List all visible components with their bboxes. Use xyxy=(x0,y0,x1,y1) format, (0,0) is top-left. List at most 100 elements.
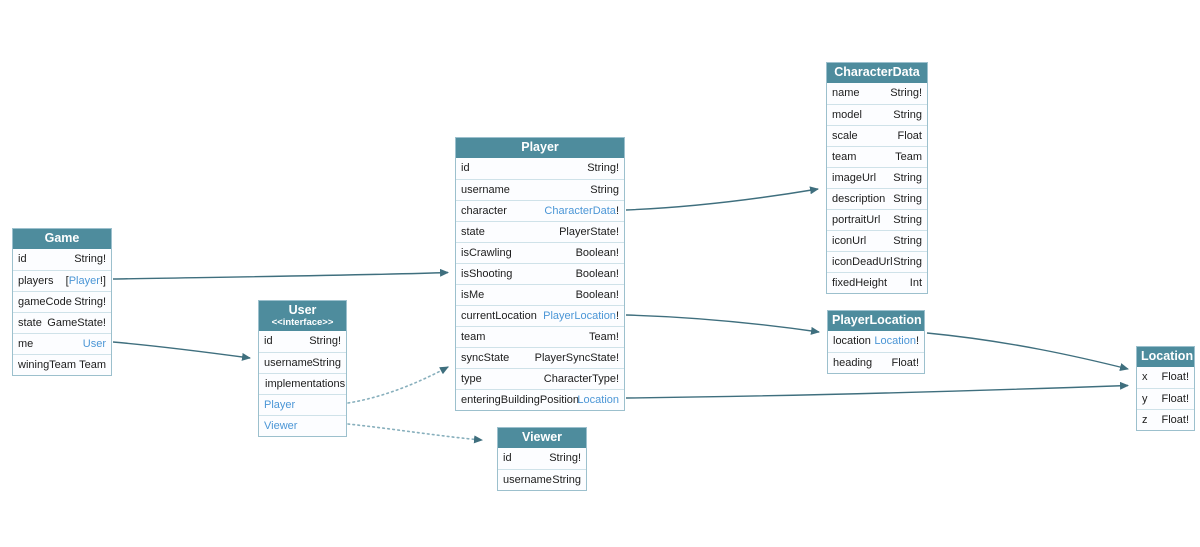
field-name: fixedHeight xyxy=(832,277,888,289)
implementation-link-row-Viewer[interactable]: Viewer xyxy=(259,415,346,436)
node-title-playerlocation[interactable]: PlayerLocation xyxy=(828,311,924,331)
field-row-location-y[interactable]: y Float! xyxy=(1137,388,1194,409)
field-type: String xyxy=(552,474,581,486)
field-row-characterdata-fixedHeight[interactable]: fixedHeight Int xyxy=(827,272,927,293)
field-type: Team! xyxy=(589,331,619,343)
node-title-characterdata[interactable]: CharacterData xyxy=(827,63,927,83)
type-link-Location[interactable]: Location xyxy=(577,394,619,406)
field-type: Boolean! xyxy=(575,289,619,301)
field-name: description xyxy=(832,193,886,205)
field-row-player-type[interactable]: type CharacterType! xyxy=(456,368,624,389)
field-type: String xyxy=(893,172,922,184)
field-name: username xyxy=(264,357,313,369)
node-title-player[interactable]: Player xyxy=(456,138,624,158)
type-link-PlayerLocation[interactable]: PlayerLocation xyxy=(543,310,616,322)
field-row-game-me[interactable]: me User xyxy=(13,333,111,354)
type-link-CharacterData[interactable]: CharacterData xyxy=(544,205,616,217)
field-name: character xyxy=(461,205,507,217)
field-name: type xyxy=(461,373,482,385)
field-name: model xyxy=(832,109,862,121)
field-type: [Player!] xyxy=(66,271,106,291)
implementation-link-row-Player[interactable]: Player xyxy=(259,394,346,415)
field-name: heading xyxy=(833,357,873,369)
edge-player-character-to-characterdata xyxy=(625,186,819,211)
field-row-game-id[interactable]: id String! xyxy=(13,249,111,270)
field-type: String xyxy=(312,357,341,369)
field-name: isMe xyxy=(461,289,485,301)
field-type: Float! xyxy=(1161,393,1189,405)
field-type: Float! xyxy=(891,357,919,369)
implementation-link-Viewer[interactable]: Viewer xyxy=(264,420,298,432)
field-row-playerlocation-heading[interactable]: heading Float! xyxy=(828,352,924,373)
field-name: y xyxy=(1142,393,1148,405)
field-row-player-character[interactable]: character CharacterData! xyxy=(456,200,624,221)
node-title-game[interactable]: Game xyxy=(13,229,111,249)
field-name: id xyxy=(18,253,27,265)
field-row-game-players[interactable]: players[Player!] xyxy=(13,270,111,291)
field-row-player-isMe[interactable]: isMe Boolean! xyxy=(456,284,624,305)
field-type: User xyxy=(83,334,106,354)
field-row-characterdata-imageUrl[interactable]: imageUrl String xyxy=(827,167,927,188)
node-title-user[interactable]: User<<interface>> xyxy=(259,301,346,331)
label-row-implementations[interactable]: implementations xyxy=(259,373,346,394)
field-type: Int xyxy=(909,277,922,289)
field-name: enteringBuildingPosition xyxy=(461,394,580,406)
node-title-viewer[interactable]: Viewer xyxy=(498,428,586,448)
field-type: String! xyxy=(74,253,106,265)
edge-game-me-to-user xyxy=(112,341,251,361)
field-name: imageUrl xyxy=(832,172,877,184)
node-title-location[interactable]: Location xyxy=(1137,347,1194,367)
field-name: me xyxy=(18,338,34,350)
edge-game-players-to-player xyxy=(112,268,449,280)
field-type: String xyxy=(893,256,922,268)
type-link-Location[interactable]: Location xyxy=(874,335,916,347)
implementation-link-Player[interactable]: Player xyxy=(264,399,296,411)
field-type: GameState! xyxy=(47,317,106,329)
type-link-User[interactable]: User xyxy=(82,338,106,350)
field-type: String xyxy=(590,184,619,196)
field-type: CharacterType! xyxy=(543,373,619,385)
field-name: username xyxy=(461,184,510,196)
field-type: String! xyxy=(549,452,581,464)
type-suffix: !] xyxy=(99,275,106,287)
type-suffix: ! xyxy=(615,205,619,217)
field-row-player-username[interactable]: username String xyxy=(456,179,624,200)
type-link-Player[interactable]: Player xyxy=(68,275,100,287)
